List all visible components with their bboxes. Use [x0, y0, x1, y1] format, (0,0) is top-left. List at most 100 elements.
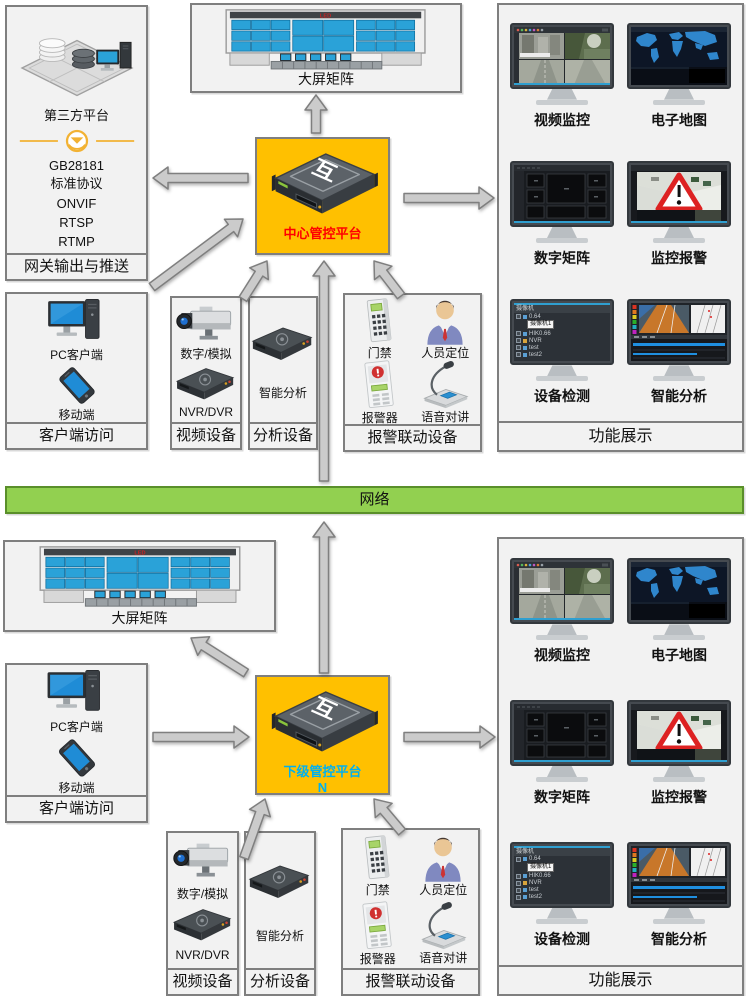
monitor-base — [536, 776, 588, 782]
tree-item-label: HIK0.66 — [529, 330, 551, 337]
monitor-screen — [510, 22, 614, 89]
tree-row: test — [514, 887, 610, 894]
monitor-label: 智能分析 — [651, 930, 707, 947]
monitor-base — [653, 99, 705, 105]
client-access-panel-top: PC客户端 移动端 客户端访问 — [5, 292, 148, 450]
tree-tooltip: 摄像机1 — [527, 862, 555, 872]
client-body: PC客户端 移动端 — [9, 296, 144, 422]
protocol-rtsp-label: RTSP — [59, 215, 94, 230]
big-screen-matrix-panel-bottom: LED 大屏矩阵 — [3, 540, 276, 632]
alarm-panel-item: 报警器 — [347, 360, 413, 425]
monitor-screen — [627, 558, 731, 625]
door-access-keypad-icon — [364, 835, 390, 880]
monitor-electronic-map: 电子地图 — [623, 22, 735, 130]
checkbox-icon — [516, 352, 521, 358]
monitor-stand — [664, 88, 694, 100]
intercom-item: 语音对讲 — [413, 360, 479, 425]
checkbox-icon — [516, 894, 521, 900]
checkbox-icon — [516, 880, 521, 886]
monitor-digital-matrix: 数字矩阵 — [506, 699, 618, 807]
monitor-screen — [510, 558, 614, 625]
alarm-footer-label: 报警联动设备 — [343, 968, 478, 994]
monitor-label: 视频监控 — [534, 111, 590, 128]
monitor-screen — [510, 699, 614, 766]
camera-node-icon — [523, 314, 527, 319]
monitor-surveillance-alarm: 监控报警 — [623, 699, 735, 807]
tree-tooltip: 摄像机1 — [527, 320, 555, 330]
monitor-stand — [547, 624, 577, 636]
arrow-platform-to-gateway — [152, 166, 249, 190]
protocol-globe-icon — [19, 129, 134, 153]
monitor-video-surveillance: 视频监控 — [506, 22, 618, 130]
monitor-base — [653, 776, 705, 782]
arrow-client-to-platform-bottom — [152, 725, 250, 749]
tree-row: HIK0.66 — [514, 330, 610, 337]
personnel-item: 人员定位 — [411, 832, 477, 899]
analysis-device-icon — [251, 327, 313, 360]
analysis-footer-label: 分析设备 — [246, 968, 314, 994]
camera-node-icon — [523, 352, 527, 357]
monitor-label: 监控报警 — [651, 249, 707, 266]
features-footer-label: 功能展示 — [499, 965, 742, 994]
personnel-item: 人员定位 — [413, 297, 479, 360]
sub-platform-label-line2: N — [317, 780, 328, 796]
monitor-digital-matrix: 数字矩阵 — [506, 160, 618, 268]
electronic-map-screen — [631, 562, 727, 621]
personnel-location-label: 人员定位 — [421, 346, 470, 360]
arrow-platform-to-features-bottom — [403, 725, 496, 749]
checkbox-icon — [516, 873, 521, 879]
features-body: 视频监控 — [501, 7, 740, 422]
intelligent-analysis-screen — [631, 303, 727, 362]
monitor-screen: 摄像机 0.64 摄像机1 HIK0.66 NVR test test2 — [510, 299, 614, 366]
third-party-platform-icon — [19, 38, 134, 97]
device-tree-title: 摄像机 — [514, 303, 610, 314]
central-platform-node: 互 中心管控平台 — [255, 137, 390, 255]
protocol-gb28181-label: GB28181 — [49, 158, 104, 173]
alarm-linkage-panel-top: 门禁 人员定位 — [343, 293, 482, 452]
network-bar: 网络 — [5, 486, 744, 514]
door-access-item: 门禁 — [347, 297, 413, 360]
tree-item-label: NVR — [529, 880, 542, 887]
big-screen-matrix-panel-top: LED 大屏矩阵 — [190, 3, 462, 93]
monitor-base — [653, 376, 705, 382]
alarm-body: 门禁 人员定位 — [347, 297, 479, 425]
analysis-devices-panel-bottom: 智能分析 分析设备 — [244, 831, 316, 996]
analysis-devices-panel-top: 智能分析 分析设备 — [248, 296, 318, 450]
alarm-footer-label: 报警联动设备 — [345, 424, 480, 450]
monitor-label: 监控报警 — [651, 788, 707, 805]
monitor-base — [653, 635, 705, 641]
camera-node-icon — [523, 857, 527, 862]
monitor-label: 电子地图 — [651, 111, 707, 128]
tree-item-label: test — [529, 344, 539, 351]
tree-row: 0.64 — [514, 313, 610, 320]
client-footer-label: 客户端访问 — [7, 422, 146, 448]
protocol-standard-label: 标准协议 — [50, 176, 103, 191]
analysis-device-icon — [248, 865, 310, 899]
checkbox-icon — [516, 331, 521, 337]
monitor-screen — [627, 699, 731, 766]
monitor-stand — [664, 765, 694, 777]
intercom-mic-icon — [423, 361, 469, 409]
checkbox-icon — [516, 856, 521, 862]
checkbox-icon — [516, 314, 521, 320]
monitor-intelligent-analysis: 智能分析 — [623, 299, 735, 406]
monitor-stand — [664, 624, 694, 636]
voice-intercom-label: 语音对讲 — [419, 950, 468, 965]
monitor-label: 视频监控 — [534, 647, 590, 664]
arrow-client-to-platform-top — [148, 218, 244, 292]
monitor-label: 智能分析 — [651, 388, 707, 405]
video-surveillance-screen — [514, 562, 610, 621]
monitor-intelligent-analysis: 智能分析 — [623, 841, 735, 949]
surveillance-alarm-screen — [631, 164, 727, 223]
monitor-screen — [627, 22, 731, 89]
arrow-platform-to-features-top — [403, 186, 495, 210]
video-devices-body: 数字/模拟 NVR/DVR — [174, 300, 238, 422]
monitor-stand — [547, 365, 577, 377]
big-screen-matrix-label: 大屏矩阵 — [111, 610, 168, 626]
device-tree-screen: 摄像机 0.64 摄像机1 HIK0.66 NVR test test2 — [514, 845, 610, 904]
phone-icon — [58, 367, 95, 404]
nvr-icon — [172, 909, 231, 941]
video-devices-footer-label: 视频设备 — [172, 422, 240, 448]
protocol-onvif-label: ONVIF — [56, 196, 97, 211]
led-label: LED — [320, 13, 331, 19]
